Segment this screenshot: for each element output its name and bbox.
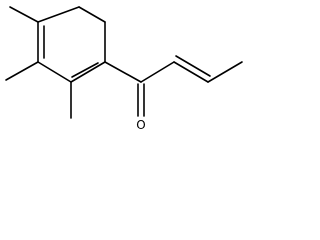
methyl-groups <box>5 6 72 119</box>
ring <box>37 6 106 83</box>
methyl-bond-c4 <box>9 6 39 23</box>
alkene-double-bond-outer <box>173 61 209 83</box>
ring-bond-c1-c2 <box>70 61 106 83</box>
terminal-methyl-bond <box>207 61 243 83</box>
alkene-double-bond-inner <box>175 55 211 77</box>
carbonyl-oxygen-label: O <box>136 118 145 132</box>
methyl-bond-c3 <box>5 61 39 81</box>
ring-bond-c4-ch2 <box>37 6 80 23</box>
molecule-structure: O <box>5 6 243 132</box>
side-chain <box>104 55 243 117</box>
ring-bond-c2-c3 <box>37 61 72 83</box>
bond-ring-to-carbonyl <box>104 61 142 83</box>
bond-carbonyl-to-alkene <box>140 61 175 83</box>
ring-bond-ch2-ch2 <box>78 6 106 23</box>
ring-double-bond-c1-c2-inner <box>71 62 99 78</box>
